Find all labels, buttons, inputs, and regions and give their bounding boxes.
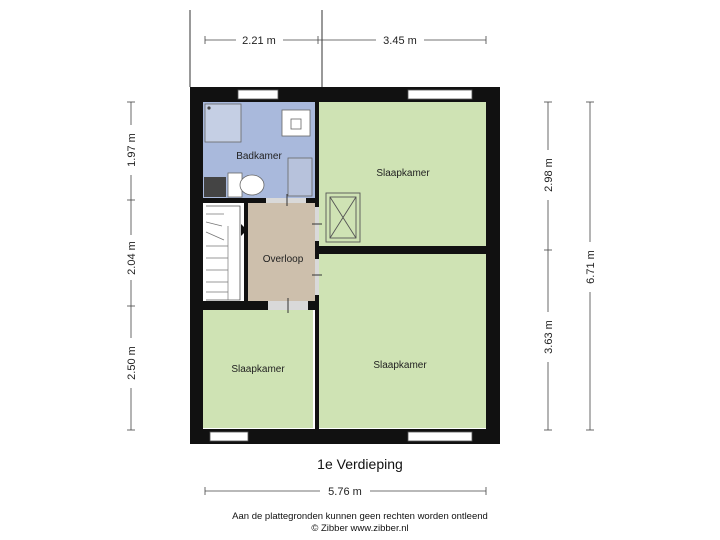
- bedroom-top-right-floor: [319, 102, 486, 246]
- footer-copyright: © Zibber www.zibber.nl: [311, 523, 409, 534]
- skylight: [325, 192, 361, 243]
- door-marks: [286, 194, 322, 313]
- dimension-top-right: 3.45 m: [383, 35, 417, 47]
- dimension-left-bottom: 2.50 m: [126, 346, 138, 380]
- dimension-left-top: 1.97 m: [126, 133, 138, 167]
- dimension-lines-right: [544, 101, 594, 431]
- room-label-overloop: Overloop: [263, 254, 304, 265]
- sink: [281, 109, 311, 137]
- wall-unit: [204, 177, 226, 197]
- dimension-right-total: 6.71 m: [585, 250, 597, 284]
- dimension-lines-bottom: [204, 487, 487, 495]
- staircase: [203, 203, 247, 301]
- dimension-right-bottom: 3.63 m: [543, 320, 555, 354]
- floor-title: 1e Verdieping: [317, 456, 403, 472]
- dimension-bottom-total: 5.76 m: [328, 486, 362, 498]
- bathroom-fixtures: [204, 103, 313, 198]
- balcony: [189, 10, 323, 87]
- bedroom-bottom-right-floor: [319, 254, 486, 428]
- windows: [209, 89, 473, 442]
- dimension-top-left: 2.21 m: [242, 35, 276, 47]
- room-label-badkamer: Badkamer: [236, 151, 282, 162]
- dimension-right-top: 2.98 m: [543, 158, 555, 192]
- dimension-lines-left: [127, 101, 135, 431]
- room-label-slaapkamer-top-right: Slaapkamer: [376, 168, 430, 179]
- bathroom-cabinet: [287, 157, 313, 197]
- room-label-slaapkamer-bottom-right: Slaapkamer: [373, 360, 427, 371]
- landing-floor: [248, 203, 315, 301]
- bedroom-bottom-left-floor: [203, 310, 313, 428]
- dimension-lines-top: [204, 36, 487, 44]
- room-label-slaapkamer-bottom-left: Slaapkamer: [231, 364, 285, 375]
- shower: [204, 103, 242, 143]
- footer-disclaimer: Aan de plattegronden kunnen geen rechten…: [232, 511, 488, 522]
- dimension-left-middle: 2.04 m: [126, 241, 138, 275]
